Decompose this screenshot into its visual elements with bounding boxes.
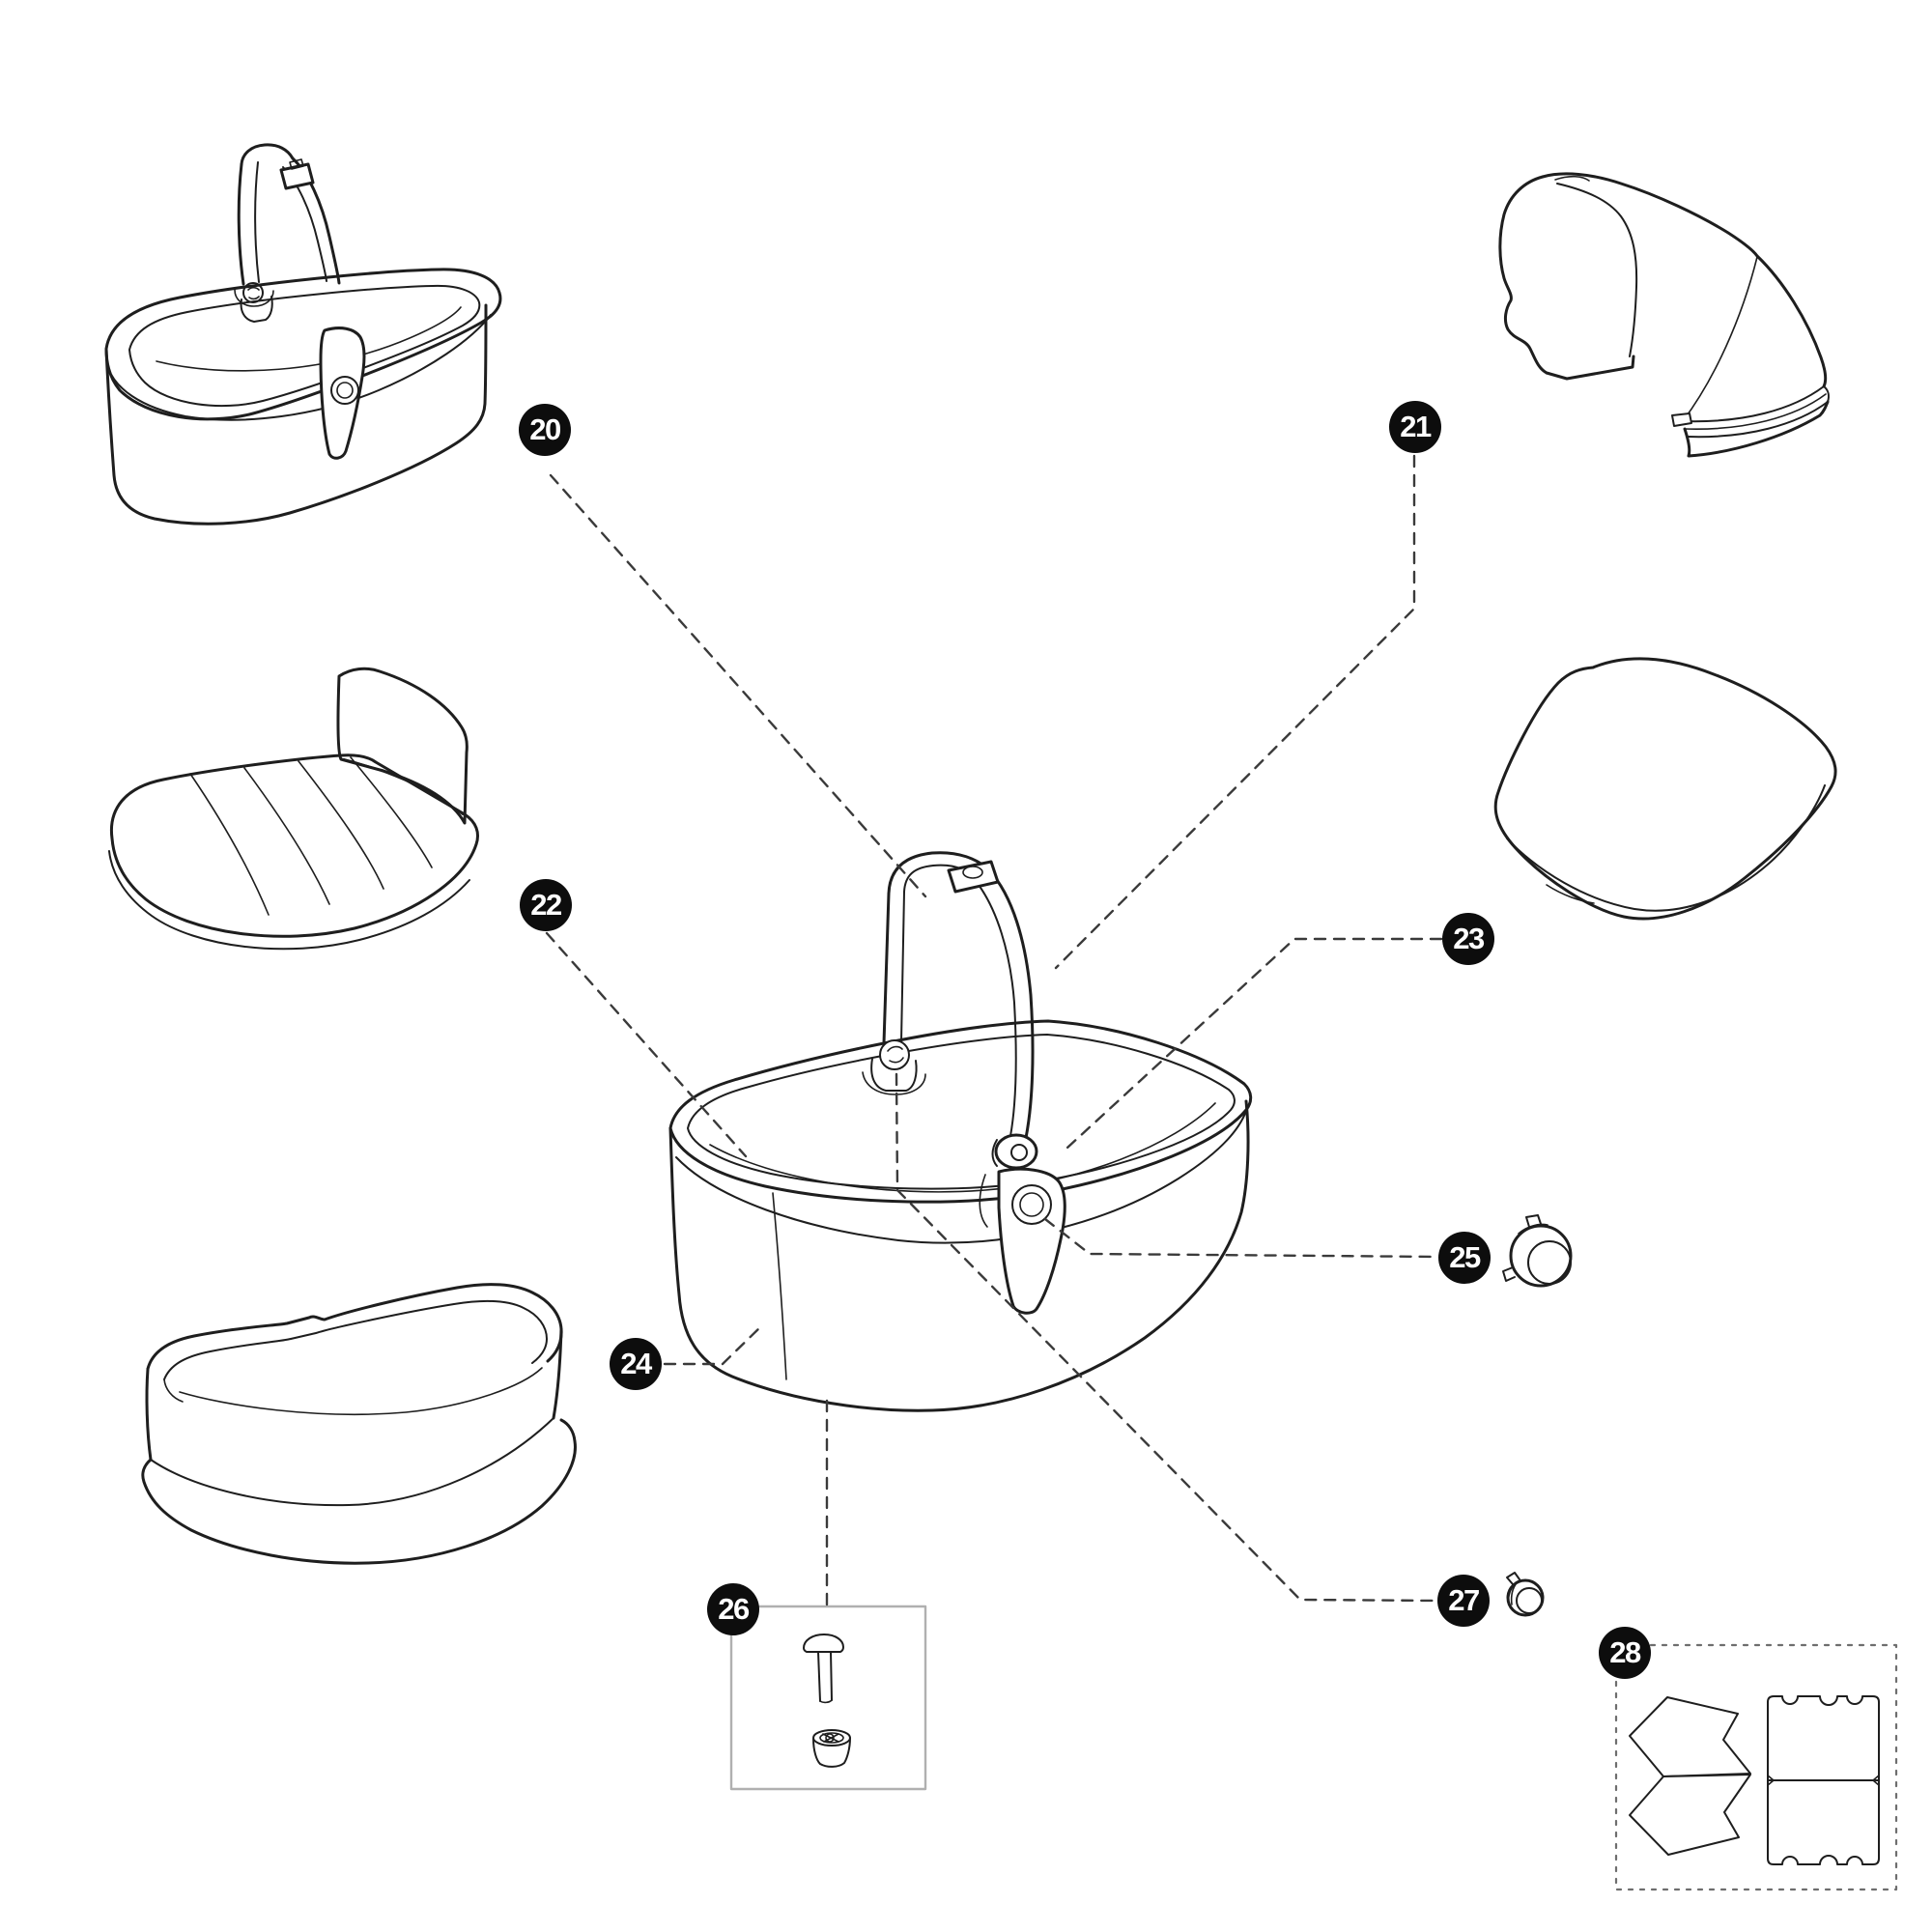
part-number: 24: [620, 1347, 652, 1380]
part-badge-23: 23: [1442, 913, 1494, 965]
part-number: 21: [1400, 410, 1432, 443]
part-badge-27: 27: [1437, 1575, 1490, 1627]
canopy-hood-drawing: [1498, 172, 1830, 458]
part-number: 22: [530, 888, 562, 922]
part-badge-25: 25: [1438, 1232, 1491, 1284]
hinge-button-drawing: [1506, 1572, 1545, 1617]
mattress-pad-drawing: [1493, 657, 1837, 921]
part-number: 23: [1453, 922, 1485, 955]
part-number: 25: [1449, 1240, 1481, 1274]
part-badge-22: 22: [520, 879, 572, 931]
connector-lines: [545, 454, 1443, 1606]
fabric-panel-set-drawing: [1614, 1643, 1898, 1891]
bassinet-main-assembly-drawing: [668, 851, 1253, 1412]
part-number: 27: [1448, 1583, 1480, 1617]
part-badge-24: 24: [610, 1338, 662, 1390]
pivot-cap-drawing: [1502, 1214, 1573, 1288]
rivet-and-plug-kit-drawing: [729, 1605, 927, 1791]
carrycot-complete-drawing: [104, 143, 502, 526]
part-number: 26: [718, 1592, 750, 1626]
part-badge-26: 26: [707, 1583, 759, 1635]
part-badge-28: 28: [1599, 1627, 1651, 1679]
part-number: 20: [529, 412, 561, 446]
part-number: 28: [1609, 1635, 1641, 1669]
fabric-tub-liner-drawing: [141, 1283, 577, 1565]
part-badge-21: 21: [1389, 401, 1441, 453]
part-badge-20: 20: [519, 404, 571, 456]
mattress-with-backrest-drawing: [108, 667, 479, 951]
